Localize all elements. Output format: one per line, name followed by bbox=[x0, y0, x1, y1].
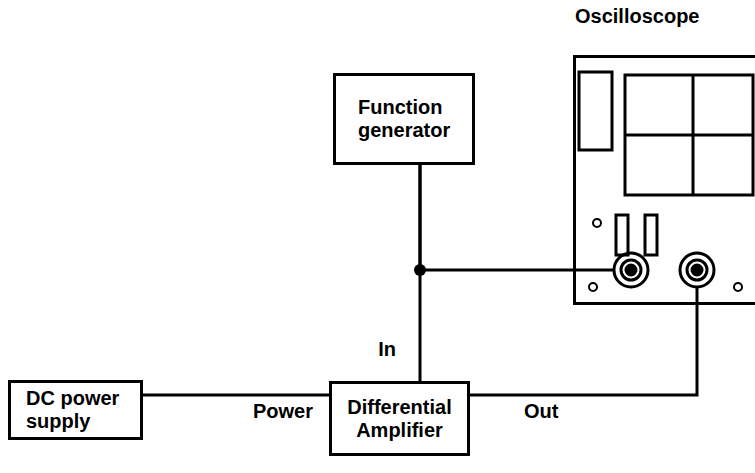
box-label: Function generator bbox=[358, 96, 450, 142]
signal-wire bbox=[470, 305, 697, 395]
instrument-box: DC power supply bbox=[8, 380, 143, 440]
instrument-box: Function generator bbox=[333, 73, 475, 165]
junction-dot bbox=[414, 264, 426, 276]
box-label: DC power supply bbox=[26, 387, 125, 433]
box-label: Differential Amplifier bbox=[340, 396, 459, 442]
oscilloscope-drawing bbox=[573, 55, 755, 305]
port-label: Out bbox=[522, 400, 560, 423]
signal-wire bbox=[420, 165, 573, 270]
port-label: Power bbox=[251, 400, 315, 423]
instrument-heading: Oscilloscope bbox=[575, 5, 700, 28]
instrument-box: Differential Amplifier bbox=[329, 381, 470, 456]
port-label: In bbox=[376, 338, 398, 361]
oscilloscope: Oscilloscope bbox=[573, 55, 755, 305]
signal-wire bbox=[143, 394, 329, 397]
